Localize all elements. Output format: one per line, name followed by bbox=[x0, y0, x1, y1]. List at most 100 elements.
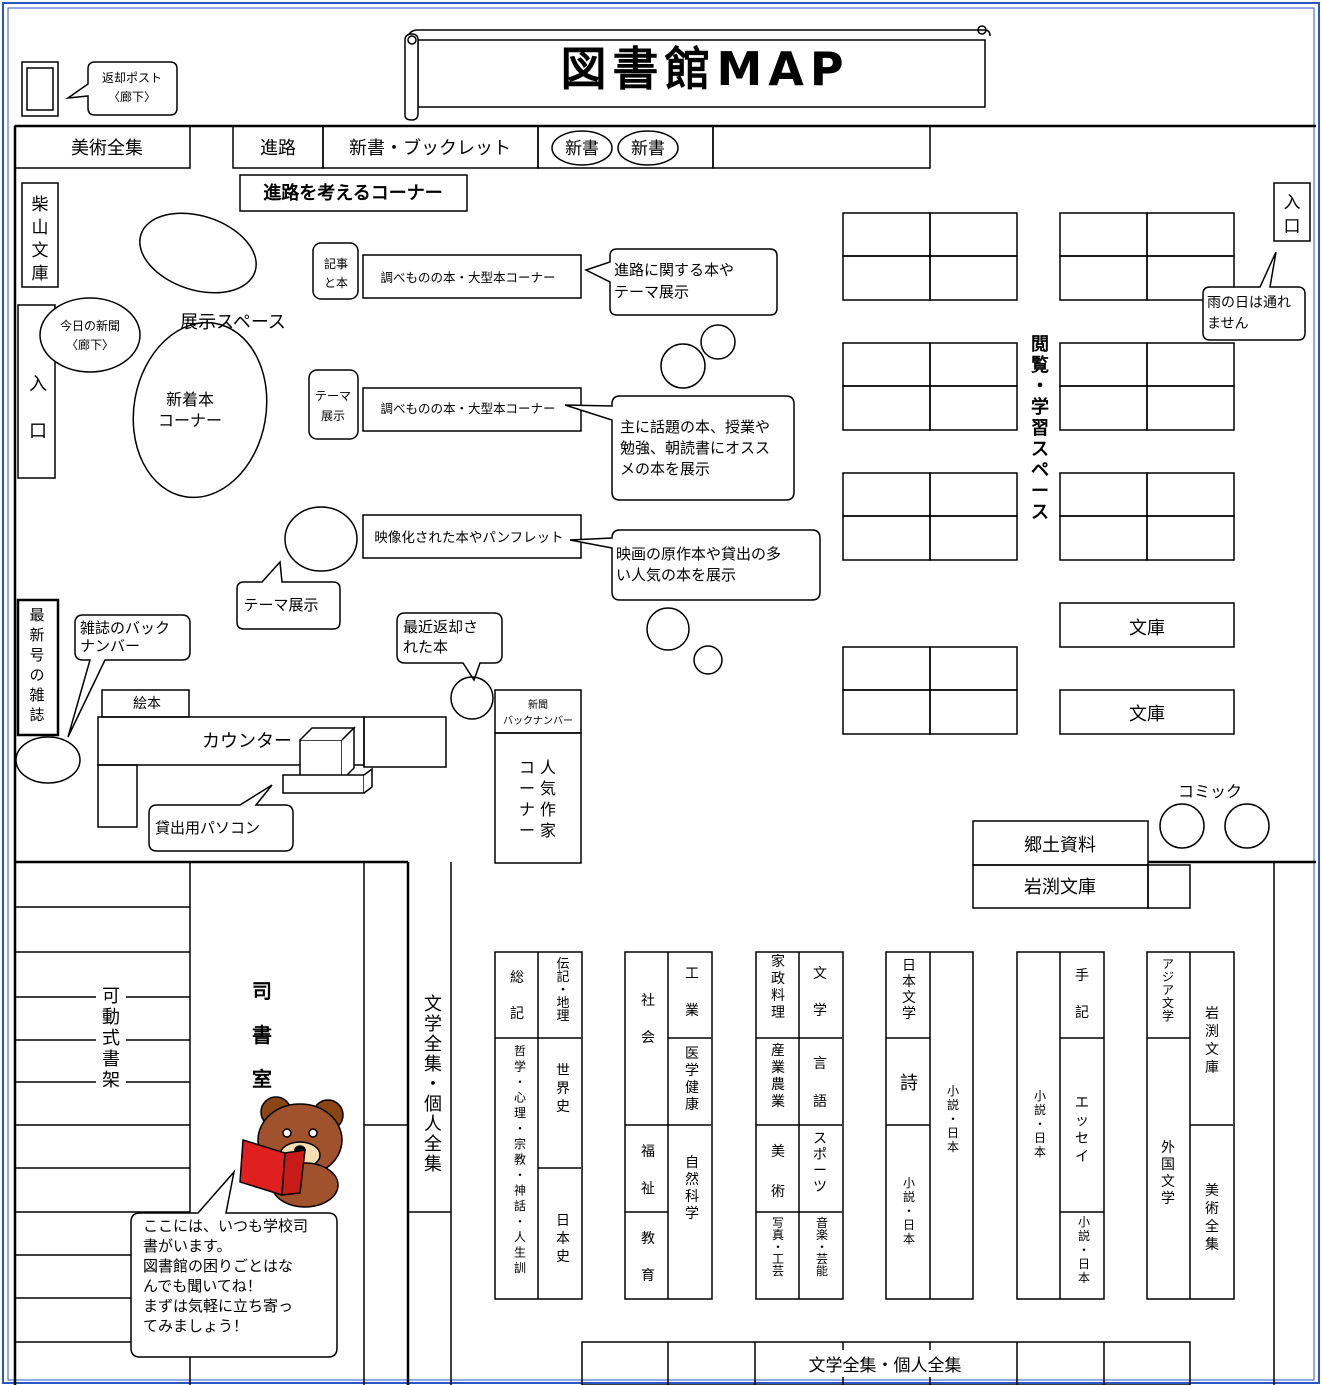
memoir-char: 記 bbox=[1075, 1004, 1089, 1021]
table-cell bbox=[929, 342, 1018, 387]
back-numbers-line1: 雑誌のバック bbox=[80, 619, 170, 637]
left-entrance-char-1: 入 bbox=[29, 374, 47, 395]
table-cell bbox=[929, 689, 1018, 735]
shibayama-char: 山 bbox=[32, 218, 49, 238]
literature-char: 文 bbox=[813, 966, 827, 982]
movable-char: 可 bbox=[102, 986, 120, 1007]
novel-b-char: 日 bbox=[903, 1218, 915, 1232]
reading-char: ス bbox=[1031, 502, 1049, 523]
counter-label: カウンター bbox=[202, 731, 292, 752]
world-history-char: 界 bbox=[556, 1081, 570, 1097]
todays-news-oval bbox=[39, 297, 141, 373]
novel-d-char: 本 bbox=[1078, 1271, 1090, 1285]
newspaper-backnumbers-line1: 新聞 bbox=[528, 698, 548, 711]
librarian-note: ここには、いつも学校司書がいます。図書館の困りごとはなんでも聞いてね！まずは気軽… bbox=[143, 1217, 308, 1335]
education-char: 育 bbox=[641, 1268, 655, 1284]
ref-shelf-1-label: 調べものの本・大型本コーナー bbox=[380, 270, 555, 285]
litcoll-char: 集 bbox=[424, 1154, 442, 1175]
art-collection-label: 美術全集 bbox=[71, 138, 143, 159]
photo-craft-char: 写 bbox=[772, 1216, 784, 1230]
magazine-char: 最 bbox=[29, 606, 44, 624]
novel-b-char: ・ bbox=[903, 1204, 915, 1218]
sports-char: ス bbox=[813, 1131, 827, 1147]
popular-col2-char: 作 bbox=[540, 800, 556, 819]
novel-a-char: 本 bbox=[947, 1140, 959, 1154]
theme-display-callout: テーマ展示 bbox=[243, 596, 318, 614]
career-corner-label: 進路を考えるコーナー bbox=[263, 182, 442, 204]
recently-returned-line2: れた本 bbox=[403, 638, 448, 656]
return-post-sub: 〈廊下〉 bbox=[108, 89, 156, 104]
music-arts-char: ・ bbox=[816, 1240, 828, 1254]
table-cell bbox=[1059, 515, 1148, 561]
iwabuchi-shelf-char: 庫 bbox=[1205, 1059, 1219, 1076]
jp-lit-char: 本 bbox=[902, 974, 916, 990]
music-arts-char: 能 bbox=[816, 1264, 828, 1278]
table-cell bbox=[842, 515, 931, 561]
ref-tag-2-line2: 展示 bbox=[321, 409, 345, 423]
librarian-note-line: ここには、いつも学校司 bbox=[143, 1217, 308, 1235]
back-numbers-line2: ナンバー bbox=[80, 637, 140, 655]
reading-char: 習 bbox=[1031, 418, 1049, 439]
reading-tables bbox=[842, 212, 1235, 735]
ref-tag-1-line2: と本 bbox=[324, 276, 348, 290]
shibayama-shelf bbox=[21, 182, 59, 288]
table-cell bbox=[1059, 255, 1148, 301]
medical-char: 医 bbox=[685, 1046, 699, 1062]
philosophy-char: 哲 bbox=[514, 1044, 526, 1058]
popular-col1-char: ナ bbox=[519, 800, 535, 819]
philosophy-char: 話 bbox=[514, 1198, 526, 1213]
librarian-char: 司 bbox=[252, 979, 272, 1003]
japan-history-char: 本 bbox=[556, 1231, 570, 1247]
general-char: 総 bbox=[510, 970, 524, 986]
local-materials-label: 郷土資料 bbox=[1024, 835, 1096, 856]
librarian-room-label: 司書室 bbox=[252, 979, 272, 1091]
popular-col2-char: 人 bbox=[540, 758, 556, 777]
recently-returned-line1: 最近返却さ bbox=[403, 618, 478, 636]
home-cooking-char: 理 bbox=[771, 1005, 785, 1021]
bunko-1-label: 文庫 bbox=[1129, 618, 1165, 639]
sports-char: ポ bbox=[813, 1147, 827, 1163]
philosophy-char: ・ bbox=[514, 1122, 526, 1136]
bookshelves bbox=[494, 951, 1235, 1300]
reading-char: 覧 bbox=[1031, 354, 1049, 376]
right-entrance-char-1: 入 bbox=[1284, 193, 1301, 213]
iwabuchi-shelf-char: 岩 bbox=[1205, 1006, 1219, 1022]
table-cell bbox=[929, 515, 1018, 561]
photo-craft-char: 真 bbox=[772, 1228, 784, 1242]
photo-craft-char: ・ bbox=[772, 1240, 784, 1254]
ref-shelf-2-label: 調べものの本・大型本コーナー bbox=[380, 401, 555, 416]
art-collection-shelf-char: 術 bbox=[1205, 1201, 1219, 1217]
iwabuchi-shelf-char: 渕 bbox=[1205, 1024, 1219, 1040]
librarian-note-line: 図書館の困りごとはな bbox=[143, 1257, 293, 1275]
japan-history-char: 史 bbox=[556, 1249, 570, 1265]
biography-char: 地 bbox=[556, 996, 569, 1011]
litcoll-char: 個 bbox=[424, 1094, 442, 1115]
return-post: 返却ポスト 〈廊下〉 bbox=[21, 61, 178, 117]
poetry-label: 詩 bbox=[900, 1073, 918, 1094]
ref-tag-2-line1: テーマ bbox=[315, 389, 351, 403]
librarian-note-line: 書がいます。 bbox=[143, 1237, 232, 1255]
photo-craft-char: 工 bbox=[772, 1252, 784, 1266]
popular-col1-char: コ bbox=[519, 758, 535, 777]
shibayama-char: 庫 bbox=[32, 264, 49, 284]
industry-agri-char: 産 bbox=[771, 1043, 785, 1059]
novel-c-char: 日 bbox=[1034, 1131, 1046, 1145]
movable-char: 書 bbox=[102, 1049, 120, 1070]
industry-agri-char: 農 bbox=[771, 1077, 785, 1093]
table-cell bbox=[842, 212, 931, 257]
table-cell bbox=[842, 646, 931, 691]
natural-science-char: 然 bbox=[685, 1171, 699, 1188]
table-cell bbox=[842, 342, 931, 387]
philosophy-char: 理 bbox=[514, 1106, 526, 1120]
rain-note-line1: 雨の日は通れ bbox=[1207, 295, 1291, 311]
map-inner-frame bbox=[7, 7, 1315, 1381]
ref-note-2-line1: 主に話題の本、授業や bbox=[620, 418, 770, 436]
movable-label-bg bbox=[96, 985, 126, 1006]
art-collection-shelf-char: 集 bbox=[1205, 1236, 1219, 1253]
newspaper-backnumbers-line2: バックナンバー bbox=[503, 715, 573, 727]
